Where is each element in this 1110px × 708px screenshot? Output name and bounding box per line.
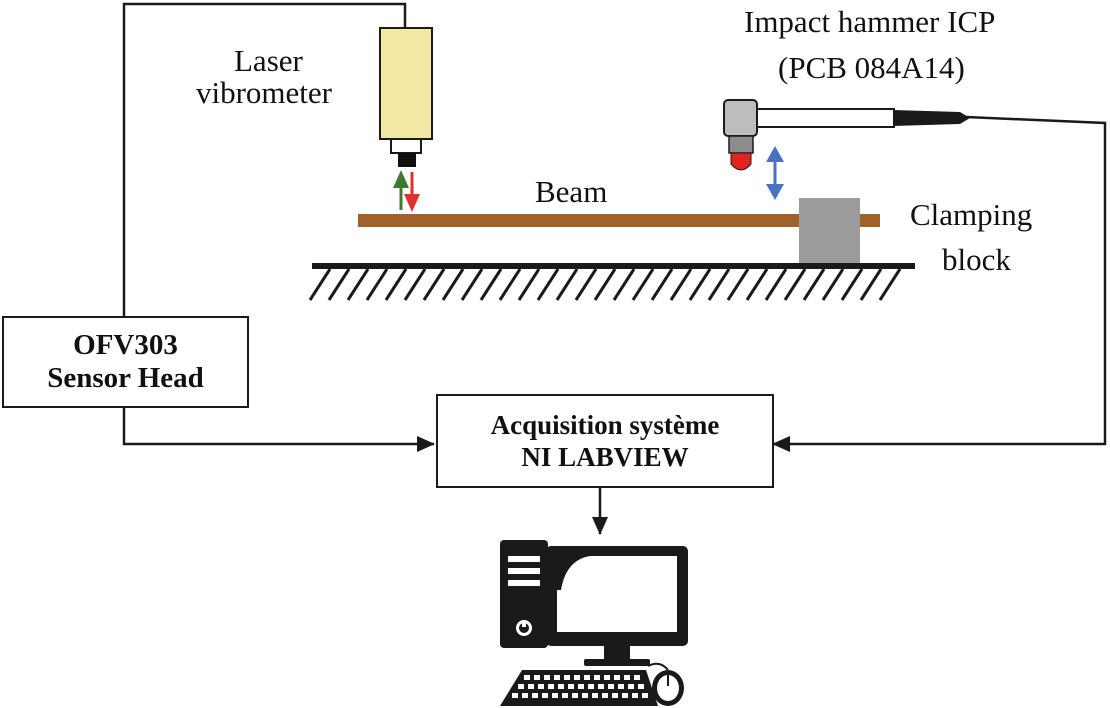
keyboard-key bbox=[552, 693, 558, 698]
keyboard-key bbox=[608, 684, 614, 689]
keyboard-key bbox=[632, 693, 638, 698]
ground-hatch-line bbox=[479, 268, 503, 301]
keyboard-key bbox=[634, 675, 640, 680]
keyboard-key bbox=[518, 684, 524, 689]
keyboard-key bbox=[588, 684, 594, 689]
ground-hatch-line bbox=[308, 268, 332, 301]
ground-hatch-line bbox=[460, 268, 484, 301]
keyboard-key bbox=[614, 675, 620, 680]
keyboard-key bbox=[538, 684, 544, 689]
ground-hatch-line bbox=[422, 268, 446, 301]
ground-hatch-line bbox=[517, 268, 541, 301]
ground-hatch-line bbox=[403, 268, 427, 301]
keyboard-key bbox=[618, 684, 624, 689]
ground-hatch-line bbox=[536, 268, 560, 301]
beam bbox=[358, 214, 880, 227]
ground-hatch-line bbox=[688, 268, 712, 301]
ground-hatch-line bbox=[726, 268, 750, 301]
keyboard-key bbox=[584, 675, 590, 680]
ground-hatch-line bbox=[821, 268, 845, 301]
ground-hatch-line bbox=[346, 268, 370, 301]
ground-hatch-line bbox=[840, 268, 864, 301]
acquisition-line2: NI LABVIEW bbox=[521, 442, 689, 472]
beam-label: Beam bbox=[535, 174, 608, 209]
sensor-head-line1: OFV303 bbox=[73, 329, 178, 361]
keyboard-key bbox=[622, 693, 628, 698]
keyboard-key bbox=[544, 675, 550, 680]
keyboard-key bbox=[564, 675, 570, 680]
ground-hatch-line bbox=[365, 268, 389, 301]
ground-hatch-line bbox=[878, 268, 902, 301]
ground-hatch-line bbox=[384, 268, 408, 301]
keyboard-key bbox=[598, 684, 604, 689]
ground-hatch-line bbox=[802, 268, 826, 301]
computer-icon bbox=[500, 540, 688, 706]
keyboard-key bbox=[602, 693, 608, 698]
keyboard-key bbox=[604, 675, 610, 680]
keyboard-key bbox=[534, 675, 540, 680]
ground-hatch-line bbox=[498, 268, 522, 301]
ground-hatch-line bbox=[612, 268, 636, 301]
laser-vibrometer-icon bbox=[379, 27, 433, 167]
keyboard-key bbox=[574, 675, 580, 680]
keyboard-key bbox=[512, 693, 518, 698]
ground-hatch-line bbox=[593, 268, 617, 301]
acquisition-line1: Acquisition système bbox=[490, 410, 720, 440]
keyboard-key bbox=[582, 693, 588, 698]
keyboard-key bbox=[638, 684, 644, 689]
keyboard-key bbox=[578, 684, 584, 689]
ground-hatch-line bbox=[764, 268, 788, 301]
laser-cable bbox=[122, 2, 407, 316]
ground-hatch-line bbox=[783, 268, 807, 301]
hammer-cable bbox=[772, 115, 1107, 452]
sensor-head-box: OFV303 Sensor Head bbox=[2, 316, 249, 408]
ground-hatch-line bbox=[631, 268, 655, 301]
sensor-to-acquisition-wire bbox=[122, 405, 435, 452]
keyboard-key bbox=[568, 684, 574, 689]
impact-hammer-icon bbox=[723, 99, 970, 171]
clamping-block bbox=[799, 198, 860, 264]
laser-label-line1: Laser bbox=[234, 43, 303, 78]
hammer-label-line2: (PCB 084A14) bbox=[778, 50, 965, 85]
hammer-label-line1: Impact hammer ICP bbox=[744, 4, 996, 39]
hammer-motion-arrow bbox=[766, 146, 784, 200]
keyboard-key bbox=[562, 693, 568, 698]
ground-hatch-line bbox=[555, 268, 579, 301]
keyboard-key bbox=[558, 684, 564, 689]
clamp-label-line2: block bbox=[942, 242, 1011, 277]
keyboard-key bbox=[548, 684, 554, 689]
ground-hatch-line bbox=[574, 268, 598, 301]
keyboard-key bbox=[592, 693, 598, 698]
measurement-arrows bbox=[393, 170, 420, 212]
keyboard-key bbox=[524, 675, 530, 680]
keyboard-key bbox=[642, 693, 648, 698]
laser-label-line2: vibrometer bbox=[196, 75, 333, 110]
keyboard-key bbox=[542, 693, 548, 698]
keyboard-key bbox=[528, 684, 534, 689]
keyboard-key bbox=[594, 675, 600, 680]
ground-support bbox=[308, 263, 915, 301]
ground-hatch-line bbox=[745, 268, 769, 301]
keyboard-key bbox=[532, 693, 538, 698]
keyboard-key bbox=[624, 675, 630, 680]
sensor-head-line2: Sensor Head bbox=[47, 362, 204, 394]
keyboard-key bbox=[612, 693, 618, 698]
keyboard-key bbox=[554, 675, 560, 680]
acquisition-system-box: Acquisition système NI LABVIEW bbox=[436, 394, 774, 488]
ground-hatch-line bbox=[441, 268, 465, 301]
ground-hatch-line bbox=[707, 268, 731, 301]
ground-hatch-line bbox=[327, 268, 351, 301]
keyboard-key bbox=[572, 693, 578, 698]
ground-hatch-line bbox=[669, 268, 693, 301]
keyboard-key bbox=[522, 693, 528, 698]
keyboard-key bbox=[628, 684, 634, 689]
ground-hatch-line bbox=[650, 268, 674, 301]
clamp-label-line1: Clamping bbox=[910, 197, 1033, 232]
ground-hatch-line bbox=[859, 268, 883, 301]
